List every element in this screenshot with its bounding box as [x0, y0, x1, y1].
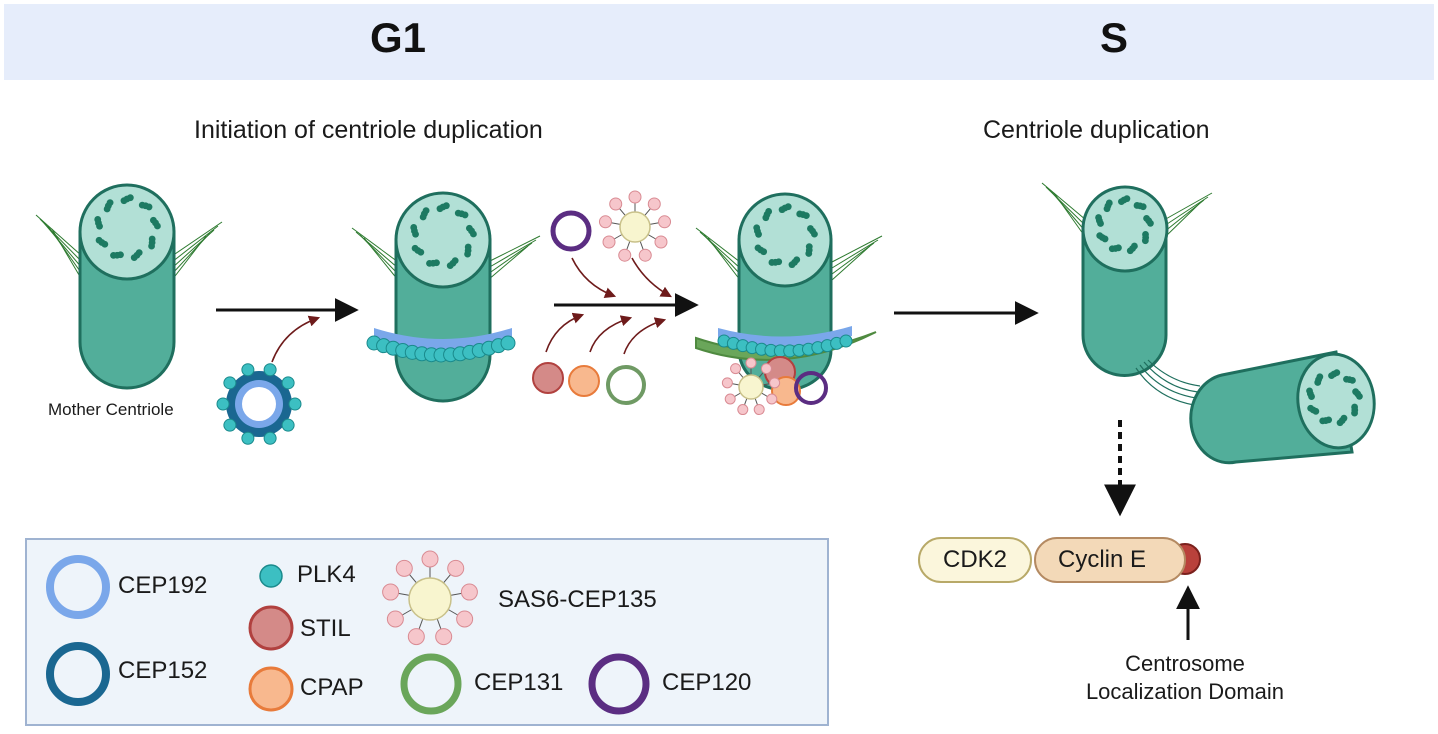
cep120-legend-icon	[588, 653, 650, 715]
cep152-legend-icon	[46, 642, 110, 706]
cep152-cep192-plk4-complex	[216, 363, 302, 445]
centrosome-localization-domain-label: Centrosome Localization Domain	[1060, 650, 1310, 706]
appendage-fibers-left	[351, 227, 399, 281]
appendage-fibers-left	[695, 227, 741, 281]
sas6-cep135-legend-icon	[382, 550, 478, 646]
sas6-cep135-bound	[721, 357, 781, 416]
linker-fibers	[1135, 359, 1201, 406]
stil-legend-icon	[248, 605, 294, 651]
cpap-legend-icon	[248, 666, 294, 712]
s-phase-title: S	[1100, 14, 1129, 61]
legend-plk4-label: PLK4	[297, 561, 356, 588]
centriole-with-procentriole-assembly	[695, 192, 883, 416]
cdk2-box: CDK2	[918, 537, 1032, 583]
appendage-fibers-right	[171, 221, 223, 281]
mother-centriole	[35, 183, 223, 390]
sas6-cep135-molecule	[598, 190, 672, 262]
microtubule-triplets	[410, 202, 477, 270]
recruit-arrow-plk4	[271, 315, 321, 363]
cep131-legend-icon	[400, 653, 462, 715]
cep131-molecule	[606, 365, 646, 405]
recruit-arrows	[545, 257, 672, 355]
g1-phase-banner	[4, 4, 797, 80]
s-phase-banner	[797, 4, 1434, 80]
legend-stil-label: STIL	[300, 615, 351, 642]
stil-molecule	[532, 362, 564, 394]
appendage-fibers-right	[831, 235, 883, 281]
legend-cep152-label: CEP152	[118, 657, 208, 684]
plk4-ring	[717, 334, 853, 358]
microtubule-triplets-daughter	[1306, 369, 1363, 427]
appendage-fibers-right	[487, 235, 541, 281]
legend-cep131-label: CEP131	[474, 669, 564, 696]
legend-sas6-cep135-label: SAS6-CEP135	[498, 586, 657, 613]
g1-subtitle: Initiation of centriole duplication	[194, 116, 543, 144]
s-subtitle: Centriole duplication	[983, 116, 1210, 144]
legend-cpap-label: CPAP	[300, 674, 364, 701]
appendage-fibers-left	[1041, 182, 1087, 239]
cld-label-line1: Centrosome	[1125, 651, 1245, 676]
cld-label-line2: Localization Domain	[1085, 679, 1285, 704]
microtubule-triplets	[94, 194, 161, 262]
cep120-molecule	[550, 210, 592, 252]
cpap-molecule	[568, 365, 600, 397]
appendage-fibers-right	[1163, 192, 1213, 239]
duplicated-centriole-pair	[1041, 182, 1376, 465]
plk4-legend-icon	[259, 564, 283, 588]
cyclin-e-box: Cyclin E	[1034, 537, 1186, 583]
microtubule-triplets	[1095, 195, 1154, 255]
legend-cep120-label: CEP120	[662, 669, 752, 696]
cep192-legend-icon	[46, 555, 110, 619]
plk4-ring	[366, 335, 516, 363]
cep192-cep152-collar	[718, 326, 852, 346]
legend-box	[25, 538, 829, 726]
microtubule-triplets	[753, 203, 818, 269]
legend-cep192-label: CEP192	[118, 572, 208, 599]
appendage-fibers-left	[35, 214, 83, 281]
cep120-bound	[794, 371, 828, 405]
g1-phase-title: G1	[370, 14, 427, 61]
mother-centriole-label: Mother Centriole	[48, 400, 174, 419]
centriole-with-plk4-ring	[351, 191, 541, 403]
